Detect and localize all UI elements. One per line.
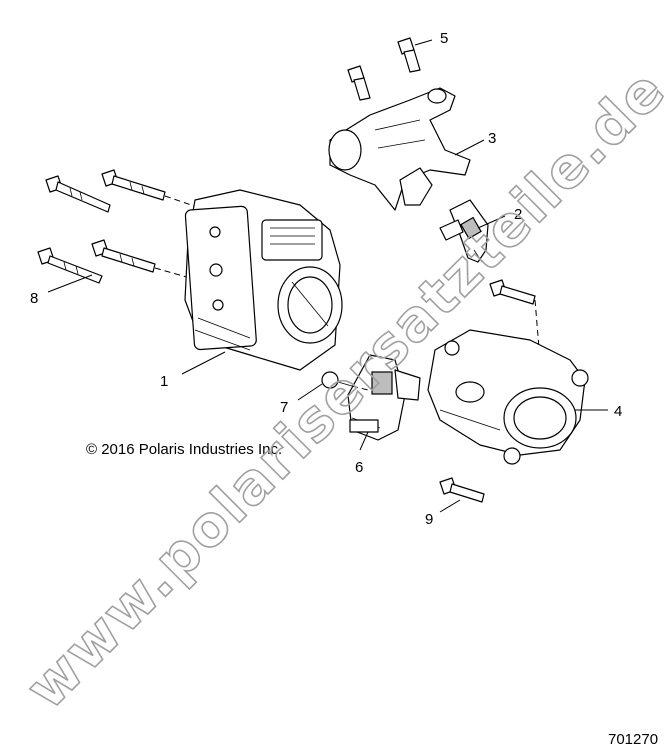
callout-9: 9 <box>425 511 433 528</box>
callout-leaders <box>47 39 608 513</box>
fuel-rail <box>328 87 471 211</box>
bolt-9 <box>439 477 485 503</box>
bolt-8b <box>101 169 166 201</box>
map-sensor <box>347 354 421 441</box>
screw-7 <box>321 371 369 391</box>
callout-7: 7 <box>280 399 288 416</box>
callout-1: 1 <box>160 373 168 390</box>
callout-3: 3 <box>488 130 496 147</box>
bolt-8a <box>45 175 111 213</box>
throttle-body <box>184 189 343 371</box>
bolt-8c <box>37 247 103 284</box>
copyright-text: © 2016 Polaris Industries Inc. <box>86 441 282 458</box>
intake-adapter <box>427 329 589 465</box>
callout-6: 6 <box>355 459 363 476</box>
callout-8: 8 <box>30 290 38 307</box>
fuel-injector <box>439 199 489 263</box>
bolt-5a <box>397 37 421 73</box>
bolt-group-8 <box>37 169 201 284</box>
bolt-8d <box>91 239 156 273</box>
callout-5: 5 <box>440 30 448 47</box>
callout-4: 4 <box>614 403 622 420</box>
callout-2: 2 <box>514 206 522 223</box>
diagram-number: 701270 <box>608 731 658 748</box>
bolt-5b <box>347 65 371 101</box>
